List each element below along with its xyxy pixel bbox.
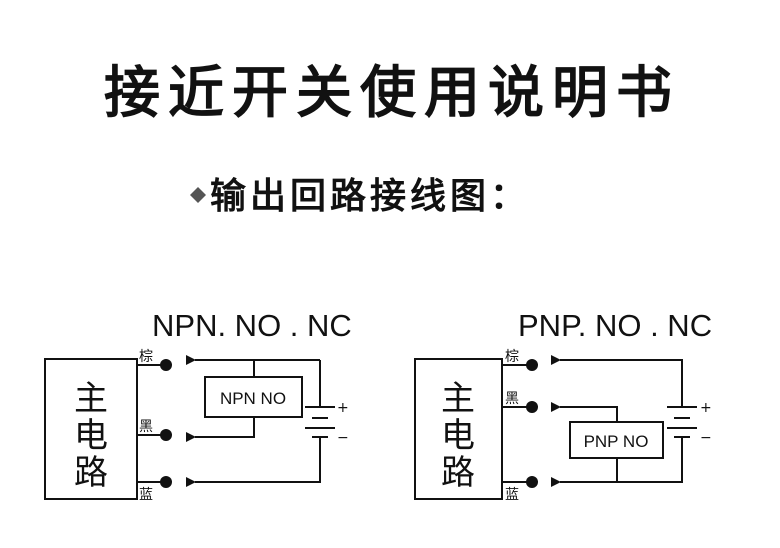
plus-sign: + bbox=[337, 400, 349, 416]
terminal-black bbox=[526, 401, 538, 413]
wire-label-blue: 蓝 bbox=[139, 487, 153, 503]
minus-sign: − bbox=[337, 430, 349, 446]
main-circuit-char: 主 bbox=[74, 379, 108, 419]
wire-label-black: 黑 bbox=[139, 419, 153, 435]
terminal-blue bbox=[526, 476, 538, 488]
main-circuit-char: 电 bbox=[74, 416, 108, 456]
minus-sign: − bbox=[700, 430, 712, 446]
terminal-blue bbox=[160, 476, 172, 488]
terminal-black bbox=[160, 429, 172, 441]
npn-wiring-diagram: NPN. NO . NC 主 电 路 棕 黑 蓝 NPN NO + − bbox=[44, 308, 352, 503]
plus-sign: + bbox=[700, 400, 712, 416]
battery-icon bbox=[667, 406, 697, 438]
wire-label-brown: 棕 bbox=[505, 349, 519, 365]
main-circuit-box bbox=[44, 358, 138, 500]
wire-label-blue: 蓝 bbox=[505, 487, 519, 503]
wire-label-brown: 棕 bbox=[139, 349, 153, 365]
wire-label-black: 黑 bbox=[505, 391, 519, 407]
main-circuit-char: 路 bbox=[74, 453, 108, 493]
main-circuit-char: 电 bbox=[441, 416, 475, 456]
npn-sensor-label: NPN NO bbox=[220, 389, 286, 408]
main-circuit-char: 路 bbox=[441, 453, 475, 493]
section-subtitle: 输出回路接线图： bbox=[210, 176, 530, 217]
pnp-sensor-label: PNP NO bbox=[584, 432, 649, 451]
pnp-heading: PNP. NO . NC bbox=[518, 308, 712, 343]
main-circuit-char: 主 bbox=[441, 379, 475, 419]
npn-heading: NPN. NO . NC bbox=[152, 308, 352, 343]
page-title: 接近开关使用说明书 bbox=[104, 61, 680, 126]
main-circuit-box bbox=[414, 358, 503, 500]
battery-icon bbox=[305, 406, 335, 438]
terminal-brown bbox=[526, 359, 538, 371]
terminal-brown bbox=[160, 359, 172, 371]
diamond-bullet-icon bbox=[190, 187, 206, 203]
pnp-wiring-diagram: PNP. NO . NC 主 电 路 棕 黑 蓝 PNP NO + − bbox=[414, 308, 712, 503]
